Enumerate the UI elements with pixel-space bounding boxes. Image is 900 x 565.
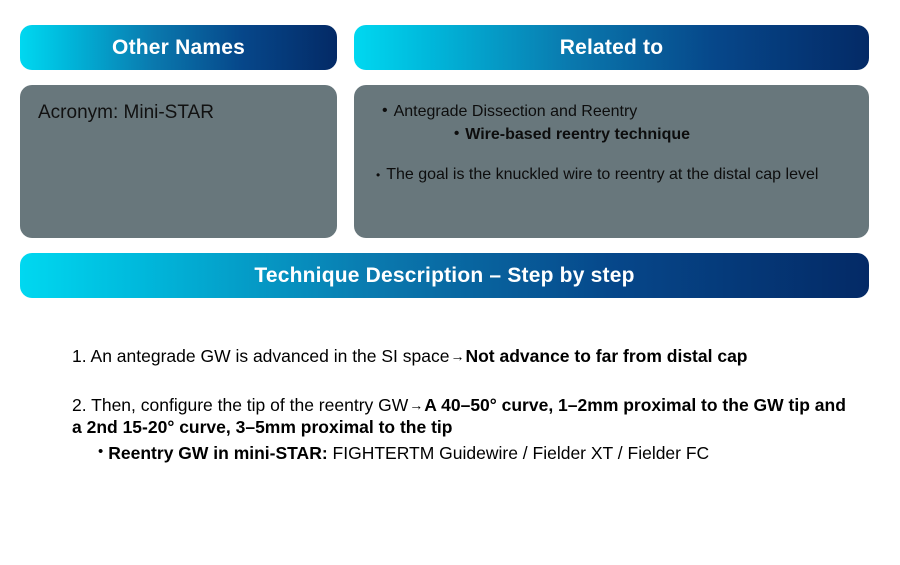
step-1-lead: An antegrade GW is advanced in the SI sp… — [90, 346, 450, 366]
reentry-gw-label: Reentry GW in mini-STAR: — [108, 443, 328, 463]
panel-related-to: • Antegrade Dissection and Reentry • Wir… — [354, 85, 869, 238]
step-2-number: 2. — [72, 395, 87, 415]
header-banner-other-names-label: Other Names — [112, 35, 245, 59]
reentry-gw-text: Reentry GW in mini-STAR: FIGHTERTM Guide… — [108, 442, 709, 464]
arrow-right-icon: → — [409, 397, 424, 413]
list-item-wire-based-technique: • Wire-based reentry technique — [454, 125, 855, 145]
list-item-reentry-gw: • Reentry GW in mini-STAR: FIGHTERTM Gui… — [98, 442, 858, 464]
step-2-lead: Then, configure the tip of the reentry G… — [91, 395, 409, 415]
reentry-gw-value: FIGHTERTM Guidewire / Fielder XT / Field… — [327, 443, 710, 463]
header-banner-technique-description: Technique Description – Step by step — [20, 253, 869, 298]
list-item-goal-knuckled-wire: • The goal is the knuckled wire to reent… — [376, 165, 855, 185]
bullet-marker-icon: • — [454, 124, 460, 142]
step-1-emphasis: Not advance to far from distal cap — [465, 346, 748, 366]
list-item-label: Antegrade Dissection and Reentry — [393, 103, 638, 120]
arrow-right-icon: → — [450, 348, 465, 364]
header-banner-technique-description-label: Technique Description – Step by step — [254, 263, 635, 287]
bullet-marker-icon: • — [98, 443, 104, 460]
bullet-marker-icon: • — [382, 102, 388, 119]
panel-other-names: Acronym: Mini-STAR — [20, 85, 337, 238]
step-2: 2. Then, configure the tip of the reentr… — [72, 394, 854, 439]
header-banner-related-to-label: Related to — [559, 35, 664, 59]
acronym-text: Acronym: Mini-STAR — [38, 102, 214, 123]
step-1: 1. An antegrade GW is advanced in the SI… — [72, 345, 862, 367]
step-1-number: 1. — [72, 346, 87, 366]
list-item-label: The goal is the knuckled wire to reentry… — [386, 166, 819, 184]
header-banner-related-to: Related to — [354, 25, 869, 70]
list-item-antegrade-dissection: • Antegrade Dissection and Reentry — [382, 102, 855, 122]
bullet-marker-icon: • — [376, 168, 381, 183]
list-item-label: Wire-based reentry technique — [465, 125, 691, 143]
step-2-emphasis: A 40–50° curve, 1–2mm proximal to the GW… — [72, 395, 846, 438]
header-banner-other-names: Other Names — [20, 25, 337, 70]
